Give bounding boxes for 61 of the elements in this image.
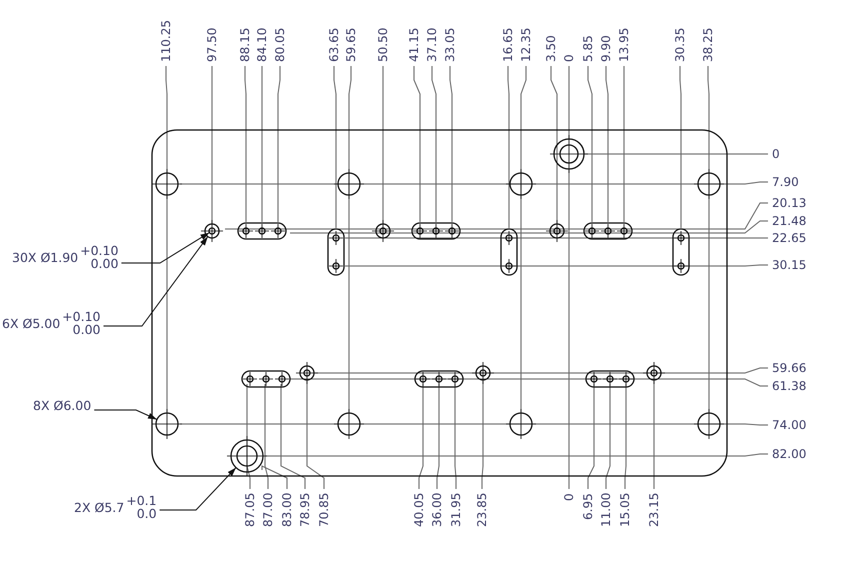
dimension-value: 15.05 [618, 492, 632, 527]
dimension-value: 61.38 [772, 379, 806, 393]
leader-line [103, 236, 208, 326]
dimension-value: 0 [772, 147, 780, 161]
tolerance-text: +0.10 [62, 310, 100, 323]
dimension-value: 80.05 [273, 28, 287, 62]
leader-line [94, 410, 158, 420]
tolerance-text: +0.10 [80, 244, 118, 257]
tolerance-text: +0.1 [126, 494, 157, 507]
dimension-value: 13.95 [617, 28, 631, 62]
dimension-value: 21.48 [772, 214, 806, 228]
dimension-value: 63.65 [327, 28, 341, 62]
dimension-value: 40.05 [412, 492, 426, 527]
tolerance-text: 0.0 [136, 507, 157, 520]
dimension-value: 97.50 [205, 28, 219, 62]
tolerance-text: 0.00 [72, 323, 100, 336]
dimension-value: 82.00 [772, 447, 806, 461]
dimension-value: 7.90 [772, 175, 799, 189]
tolerance-text: 0.00 [90, 257, 118, 270]
hole [152, 408, 182, 440]
leader-line [120, 232, 210, 264]
callout-text: 6X Ø5.00 [2, 316, 60, 330]
dimension-value: 110.25 [159, 20, 173, 62]
dimension-value: 0 [562, 493, 576, 501]
dimension-value: 20.13 [772, 196, 806, 210]
dimension-value: 59.65 [344, 28, 358, 62]
dimension-value: 22.65 [772, 231, 806, 245]
dimension-value: 30.35 [673, 28, 687, 62]
dimension-value: 9.90 [599, 35, 613, 62]
dimension-value: 41.15 [407, 28, 421, 62]
dimension-value: 83.00 [280, 492, 294, 527]
counterbored-hole [226, 436, 268, 476]
dimension-value: 11.00 [599, 492, 613, 527]
dimension-value: 36.00 [430, 492, 444, 527]
dimension-value: 84.10 [255, 28, 269, 62]
leader-line [159, 467, 236, 510]
dimension-value: 3.50 [544, 35, 558, 62]
dimension-value: 23.85 [475, 492, 489, 527]
callout-text: 2X Ø5.7 [74, 500, 124, 514]
dimension-value: 6.95 [581, 493, 595, 520]
dimension-value: 37.10 [425, 28, 439, 62]
dimension-value: 30.15 [772, 258, 806, 272]
dimension-value: 74.00 [772, 418, 806, 432]
counterbored-hole [200, 220, 224, 242]
dimension-value: 59.66 [772, 361, 806, 375]
dimension-value: 31.95 [449, 492, 463, 527]
dimension-value: 70.85 [317, 492, 331, 527]
dimension-value: 23.15 [647, 492, 661, 527]
dimension-value: 50.50 [376, 28, 390, 62]
dimension-value: 87.05 [243, 492, 257, 527]
callout-text: 8X Ø6.00 [33, 398, 92, 413]
dimension-value: 33.05 [443, 28, 457, 62]
dimension-value: 88.15 [238, 28, 252, 62]
dimension-value: 38.25 [701, 28, 715, 62]
dimension-value: 16.65 [501, 28, 515, 62]
dimension-value: 12.35 [519, 28, 533, 62]
dimension-value: 0 [562, 54, 576, 62]
dimension-value: 5.85 [581, 35, 595, 62]
callout-text: 30X Ø1.90 [12, 250, 78, 264]
dimension-value: 87.00 [261, 492, 275, 527]
dimension-value: 78.95 [298, 492, 312, 527]
